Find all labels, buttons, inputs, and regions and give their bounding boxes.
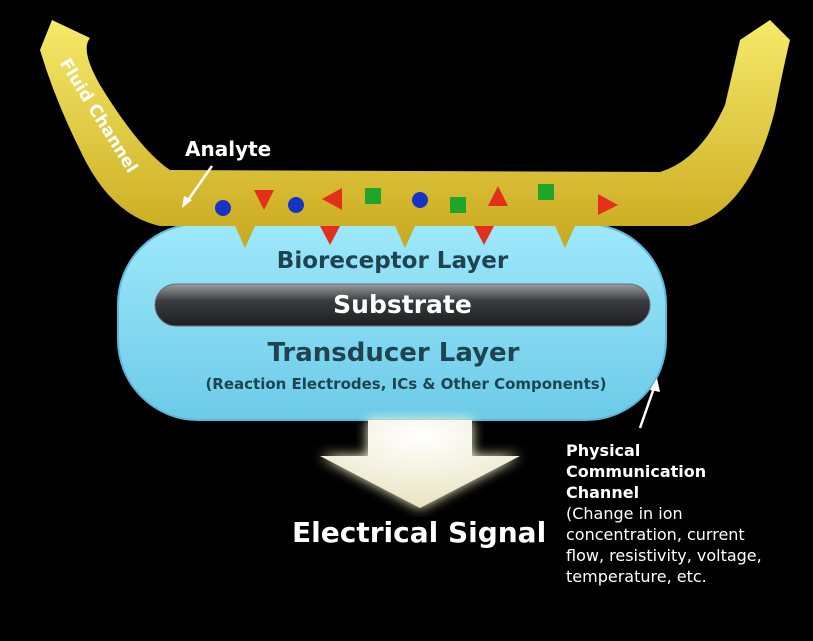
physical-desc-line: temperature, etc. [566,567,707,586]
analyte-square [365,188,381,204]
analyte-circle [288,197,304,213]
transducer-layer-label: Transducer Layer [267,338,520,368]
physical-title-line: Physical [566,441,641,460]
analyte-triangle [254,190,274,210]
physical-desc-line: concentration, current [566,525,745,544]
electrical-signal-arrow [320,420,520,508]
substrate-shape [154,283,651,327]
bioreceptor-layer-label: Bioreceptor Layer [276,248,509,274]
arrowhead-icon [650,378,660,392]
analyte-triangle [598,194,618,215]
physical-desc-line: (Change in ion [566,504,683,523]
physical-desc-line: flow, resistivity, voltage, [566,546,762,565]
electrical-signal-label: Electrical Signal [292,516,547,549]
arrowhead-icon [182,196,192,208]
analyte-label: Analyte [185,137,272,161]
fluid-channel-shape [40,20,790,248]
analyte-circle [215,200,231,216]
physical-title-line: Communication [566,462,707,481]
analyte-molecules [215,184,618,245]
bound-triangle [474,226,494,245]
substrate-label: Substrate [333,290,472,319]
analyte-square [538,184,554,200]
physical-channel-pointer-arrow [638,384,657,429]
analyte-square [450,197,466,213]
bound-triangle [320,226,340,245]
analyte-circle [412,192,428,208]
analyte-triangle [488,186,508,206]
physical-channel-label: Physical Communication Channel (Change i… [566,440,762,587]
analyte-triangle [322,188,342,210]
analyte-pointer-arrow [184,165,214,204]
physical-title-line: Channel [566,483,640,502]
transducer-components-label: (Reaction Electrodes, ICs & Other Compon… [205,375,607,393]
